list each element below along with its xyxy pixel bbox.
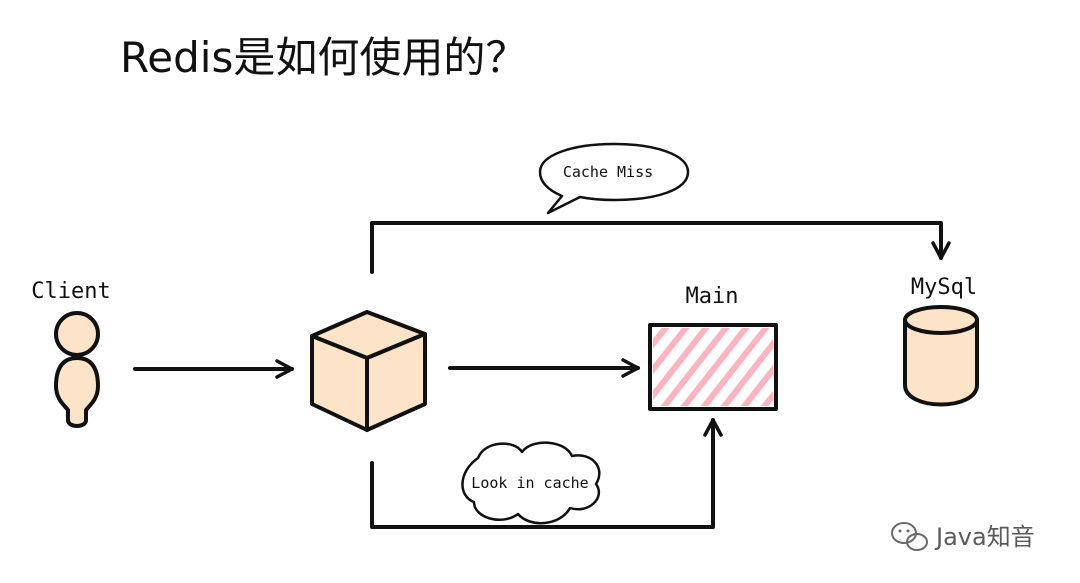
cache-miss-text: Cache Miss: [563, 163, 653, 181]
watermark-text: Java知音: [934, 523, 1035, 551]
main-box: [648, 323, 778, 411]
client-person-icon: [54, 311, 100, 428]
cache-miss-bubble: Cache Miss: [538, 142, 690, 215]
arrow-look-in-cache-to-main: [370, 418, 723, 529]
mysql-label: MySql: [911, 275, 977, 300]
main-hatch-pattern: [653, 328, 773, 406]
database-cylinder-icon: [903, 305, 979, 407]
arrow-cache-miss-to-mysql: [370, 221, 951, 274]
page-title: Redis是如何使用的？: [120, 33, 527, 82]
wechat-icon: [891, 522, 928, 551]
look-in-cache-cloud: Look in cache: [461, 441, 601, 525]
client-label: Client: [31, 279, 110, 304]
look-in-cache-text: Look in cache: [471, 474, 588, 492]
main-label: Main: [686, 284, 739, 309]
cache-cube-icon: [310, 310, 427, 432]
watermark: Java知音: [891, 522, 1035, 551]
